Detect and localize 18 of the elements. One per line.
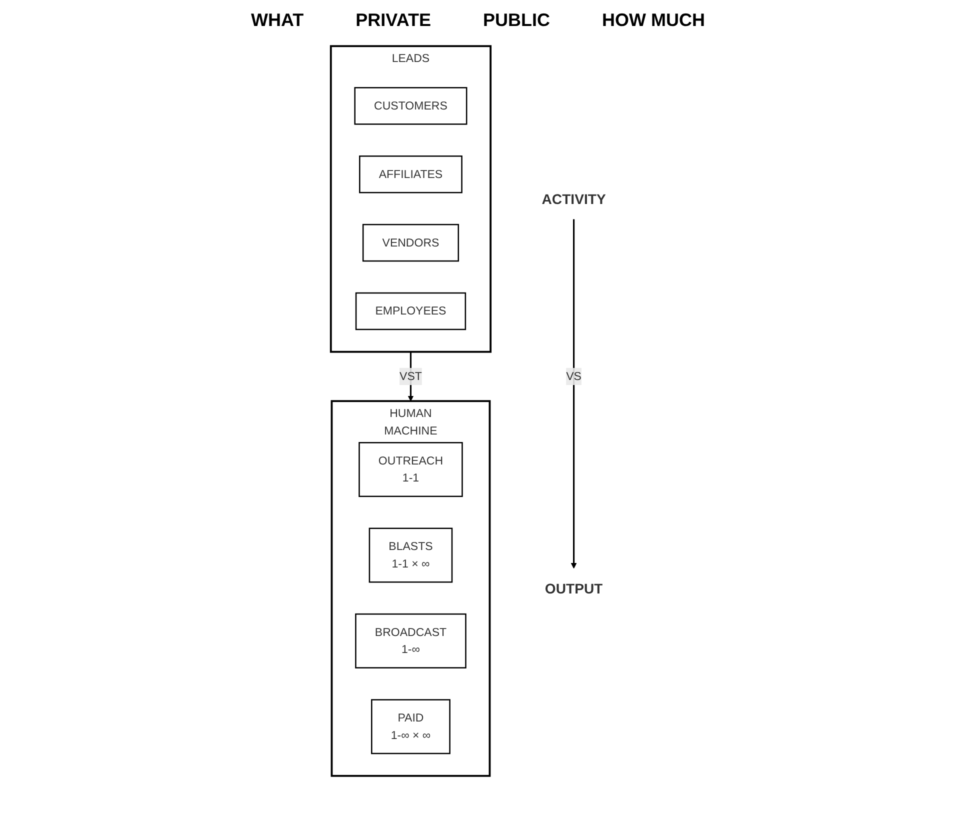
note-label: PRIVATE (354, 9, 432, 32)
note-label: WHAT (250, 9, 305, 32)
arrow (408, 352, 414, 402)
node-text: OUTPUT (544, 580, 603, 596)
edge-label: VS (566, 370, 582, 383)
node-text: ACTIVITY (542, 190, 606, 207)
node-box: BROADCAST 1-∞ (355, 613, 466, 668)
arrow (571, 219, 577, 569)
node-box: BLASTS 1-1 × ∞ (368, 528, 453, 583)
edge-label: VST (400, 370, 422, 383)
note-label: HOW MUCH (601, 9, 706, 32)
node-box: VENDORS (362, 224, 460, 262)
node-box: AFFILIATES (359, 155, 462, 194)
note-label: PUBLIC (482, 9, 551, 32)
node-box: OUTREACH 1-1 (358, 442, 463, 498)
node-box: CUSTOMERS (354, 87, 468, 125)
node-box: PAID 1-∞ × ∞ (371, 699, 450, 754)
node-box: EMPLOYEES (355, 292, 466, 330)
